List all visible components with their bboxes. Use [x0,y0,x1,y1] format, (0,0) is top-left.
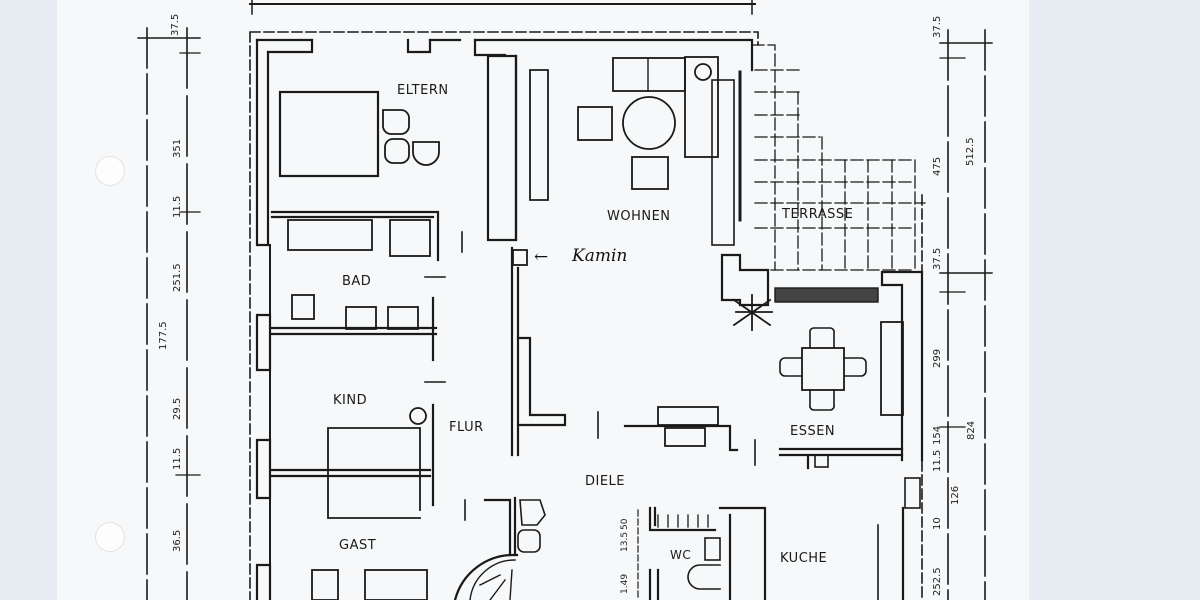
room-label-eltern: ELTERN [397,83,449,98]
dim-right-0: 37.5 [932,15,943,38]
room-label-essen: ESSEN [790,424,836,439]
punch-hole-top [95,156,125,186]
kamin-annotation: Kamin [572,246,628,266]
dim-wc-2: 1.49 [620,573,630,594]
dim-right-7: 824 [966,420,977,440]
room-label-wohnen: WOHNEN [607,209,671,224]
dim-wc-1: 13.5 [620,531,630,552]
room-label-kuche: KUCHE [780,551,828,566]
punch-hole-bottom [95,522,125,552]
dim-right-5: 11.5 [932,449,943,472]
dim-right-8: 126 [950,485,961,505]
dim-wc-0: 50 [620,518,630,530]
dim-left-0: 37.5 [170,13,181,36]
room-label-bad: BAD [342,274,372,289]
room-label-terrasse: TERRASSE [782,207,854,222]
dim-left-1: 351 [172,138,183,158]
dim-right-3: 37.5 [932,247,943,270]
room-label-diele: DIELE [585,474,626,489]
kamin-arrow-icon: ← [534,247,549,267]
dim-left-5: 177.5 [158,321,169,350]
room-label-gast: GAST [339,538,377,553]
dim-right-9: 10 [932,517,943,530]
dim-left-6: 29.5 [172,397,183,420]
dim-left-3: 251.5 [172,263,183,292]
dim-right-6: 154 [932,425,943,445]
dim-right-2: 512.5 [965,137,976,166]
room-label-wc: WC [670,548,692,562]
room-label-flur: FLUR [449,420,484,435]
dim-left-2: 11.5 [172,195,183,218]
room-label-kind: KIND [333,393,368,408]
dim-left-8: 36.5 [172,529,183,552]
dim-right-10: 252.5 [932,567,943,596]
dim-left-7: 11.5 [172,447,183,470]
dim-right-1: 475 [932,156,943,176]
dim-right-4: 299 [932,348,943,368]
